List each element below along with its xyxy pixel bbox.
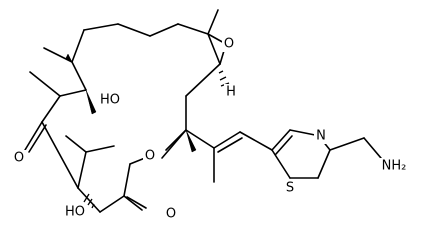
label-lactone-oxygen: O: [166, 207, 176, 222]
label-thiazole-nitrogen: N: [316, 129, 326, 144]
label-amine: NH₂: [382, 159, 407, 174]
bond-skeleton: [24, 9, 387, 213]
label-ketone-oxygen: O: [14, 151, 24, 166]
label-hydroxyl-upper: HO: [100, 93, 120, 108]
label-thiazole-sulfur: S: [286, 181, 294, 196]
atom-labels: HO O O HO O O H N S NH₂: [12, 36, 408, 222]
label-ring-oxygen: O: [145, 149, 155, 164]
molecule-structure: HO O O HO O O H N S NH₂: [12, 9, 408, 222]
label-hydroxyl-lower: HO: [65, 205, 85, 220]
label-epoxide-hydrogen: H: [226, 85, 236, 100]
label-epoxide-oxygen: O: [224, 37, 234, 52]
stereo-wedges: [65, 53, 197, 153]
